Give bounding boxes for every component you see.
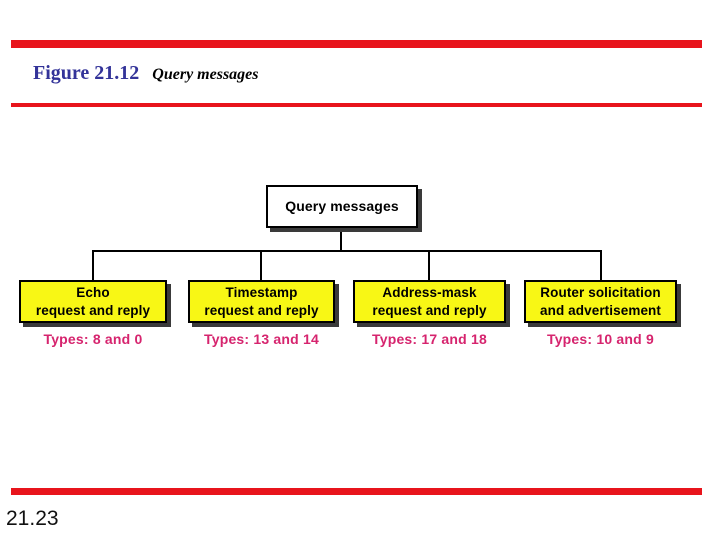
- leaf-node-timestamp: Timestamp request and reply: [188, 280, 335, 323]
- bottom-accent-bar: [11, 488, 702, 495]
- leaf-node-label-line1: Router solicitation: [540, 284, 661, 300]
- figure-caption: Query messages: [152, 66, 259, 83]
- leaf-node-label-line2: request and reply: [372, 302, 487, 318]
- root-node-query-messages: Query messages: [266, 185, 418, 228]
- leaf-node-label-line1: Echo: [76, 284, 110, 300]
- leaf-node-router-solicitation: Router solicitation and advertisement: [524, 280, 677, 323]
- leaf-node-echo: Echo request and reply: [19, 280, 167, 323]
- leaf-node-label-line2: and advertisement: [540, 302, 661, 318]
- title-underline-rule: [11, 103, 702, 107]
- types-caption-router: Types: 10 and 9: [546, 331, 654, 347]
- types-caption-address-mask: Types: 17 and 18: [372, 331, 487, 347]
- connector-root-drop: [340, 228, 342, 251]
- root-node-label: Query messages: [285, 198, 399, 215]
- leaf-node-label-line2: request and reply: [204, 302, 319, 318]
- figure-title: Figure 21.12 Query messages: [33, 62, 259, 85]
- connector-horizontal-bus: [92, 250, 602, 252]
- types-caption-echo: Types: 8 and 0: [43, 331, 143, 347]
- top-accent-bar: [11, 40, 702, 48]
- types-caption-timestamp: Types: 13 and 14: [204, 331, 319, 347]
- connector-stub-router: [600, 250, 602, 280]
- connector-stub-address-mask: [428, 250, 430, 280]
- leaf-node-address-mask: Address-mask request and reply: [353, 280, 506, 323]
- connector-stub-echo: [92, 250, 94, 280]
- slide-page-number: 21.23: [6, 507, 59, 530]
- leaf-node-label-line1: Address-mask: [382, 284, 477, 300]
- leaf-node-label-line2: request and reply: [35, 302, 151, 318]
- leaf-node-label-line1: Timestamp: [225, 284, 298, 300]
- figure-number-label: Figure 21.12: [33, 62, 140, 84]
- connector-stub-timestamp: [260, 250, 262, 280]
